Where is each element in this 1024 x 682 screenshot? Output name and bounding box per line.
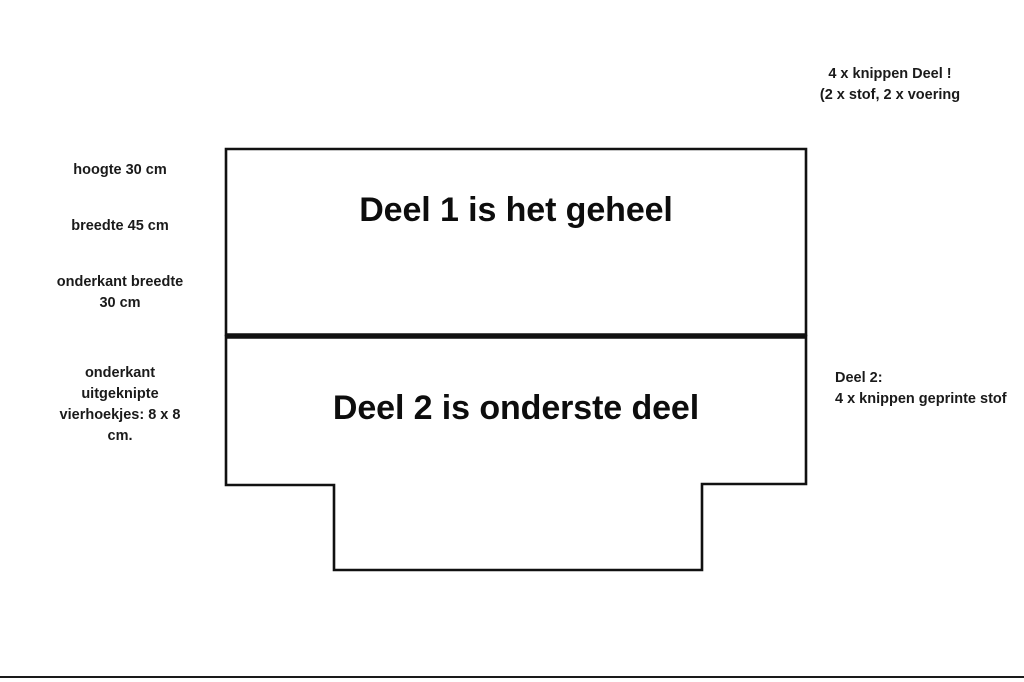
annotation-onderkant-breedte: onderkant breedte 30 cm bbox=[56, 274, 184, 312]
page-bottom-rule bbox=[0, 676, 1024, 678]
annotation-breedte: breedte 45 cm bbox=[71, 218, 169, 234]
annotation-uitgeknipte-vierhoekjes: onderkant uitgeknipte vierhoekjes: 8 x 8… bbox=[59, 365, 181, 445]
deel2-label: Deel 2 is onderste deel bbox=[332, 389, 700, 427]
deel2-outline bbox=[224, 334, 808, 572]
deel1-rectangle bbox=[226, 149, 806, 335]
deel1-label: Deel 1 is het geheel bbox=[359, 191, 673, 229]
annotation-knippen-deel: 4 x knippen Deel ! (2 x stof, 2 x voerin… bbox=[819, 66, 961, 104]
annotation-deel2-geprinte-stof: Deel 2: 4 x knippen geprinte stof bbox=[835, 370, 1007, 408]
annotation-hoogte: hoogte 30 cm bbox=[73, 162, 167, 178]
